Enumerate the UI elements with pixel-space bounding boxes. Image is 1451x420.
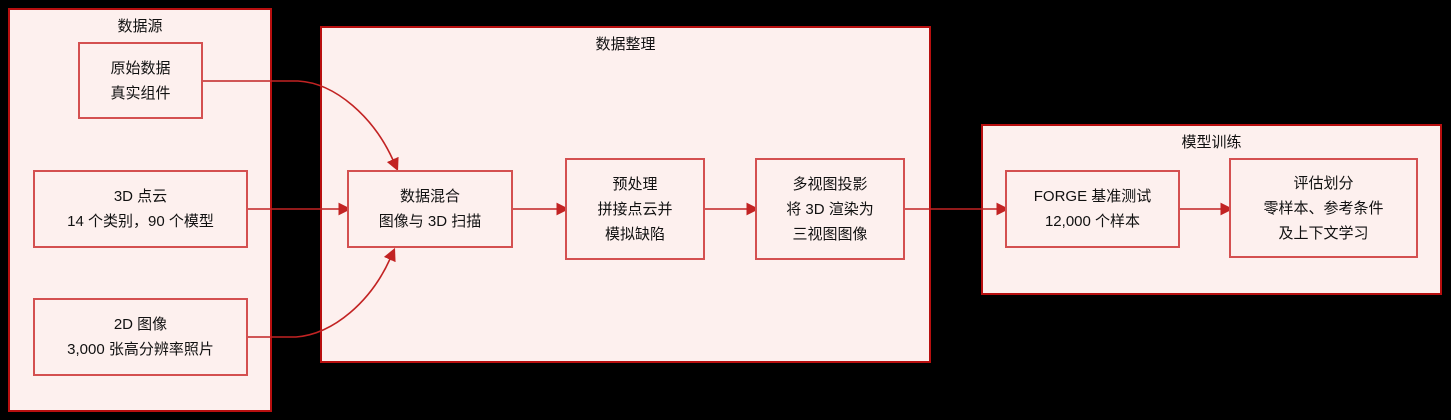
node-line: 3,000 张高分辨率照片 (67, 341, 214, 358)
node-line: 12,000 个样本 (1044, 213, 1141, 230)
node-line: 预处理 (612, 175, 658, 193)
node-line: 拼接点云并 (597, 200, 673, 218)
node-line: 多视图投影 (792, 175, 868, 193)
node-2d-images: 2D 图像 3,000 张高分辨率照片 (33, 298, 248, 376)
node-line: 3D 点云 (113, 188, 168, 205)
node-multiview-projection: 多视图投影 将 3D 渲染为 三视图图像 (755, 158, 905, 260)
node-evaluation-splits: 评估划分 零样本、参考条件 及上下文学习 (1229, 158, 1418, 258)
node-line: 及上下文学习 (1278, 224, 1369, 242)
edge-images2d-to-mix (248, 247, 396, 338)
cluster-title-model-training: 模型训练 (1181, 134, 1242, 151)
node-preprocessing: 预处理 拼接点云并 模拟缺陷 (565, 158, 705, 260)
node-line: 图像与 3D 扫描 (378, 213, 482, 230)
node-line: 将 3D 渲染为 (786, 200, 874, 218)
node-line: 2D 图像 (113, 316, 168, 333)
node-line: 原始数据 (110, 59, 171, 77)
node-line: 三视图图像 (792, 225, 868, 243)
edge-raw-to-mix (203, 80, 399, 172)
cluster-title-data-sources: 数据源 (117, 18, 163, 35)
cluster-title-data-curation: 数据整理 (595, 36, 656, 53)
node-line: 评估划分 (1293, 174, 1354, 192)
node-line: 模拟缺陷 (604, 225, 665, 243)
node-line: 零样本、参考条件 (1263, 199, 1384, 217)
node-line: 真实组件 (110, 84, 171, 102)
node-forge-benchmark: FORGE 基准测试 12,000 个样本 (1005, 170, 1180, 248)
node-line: 数据混合 (399, 188, 460, 205)
node-data-mixing: 数据混合 图像与 3D 扫描 (347, 170, 513, 248)
node-raw-data: 原始数据 真实组件 (78, 42, 203, 119)
node-line: FORGE 基准测试 (1033, 188, 1152, 205)
node-line: 14 个类别，90 个模型 (67, 213, 214, 230)
node-3d-pointcloud: 3D 点云 14 个类别，90 个模型 (33, 170, 248, 248)
